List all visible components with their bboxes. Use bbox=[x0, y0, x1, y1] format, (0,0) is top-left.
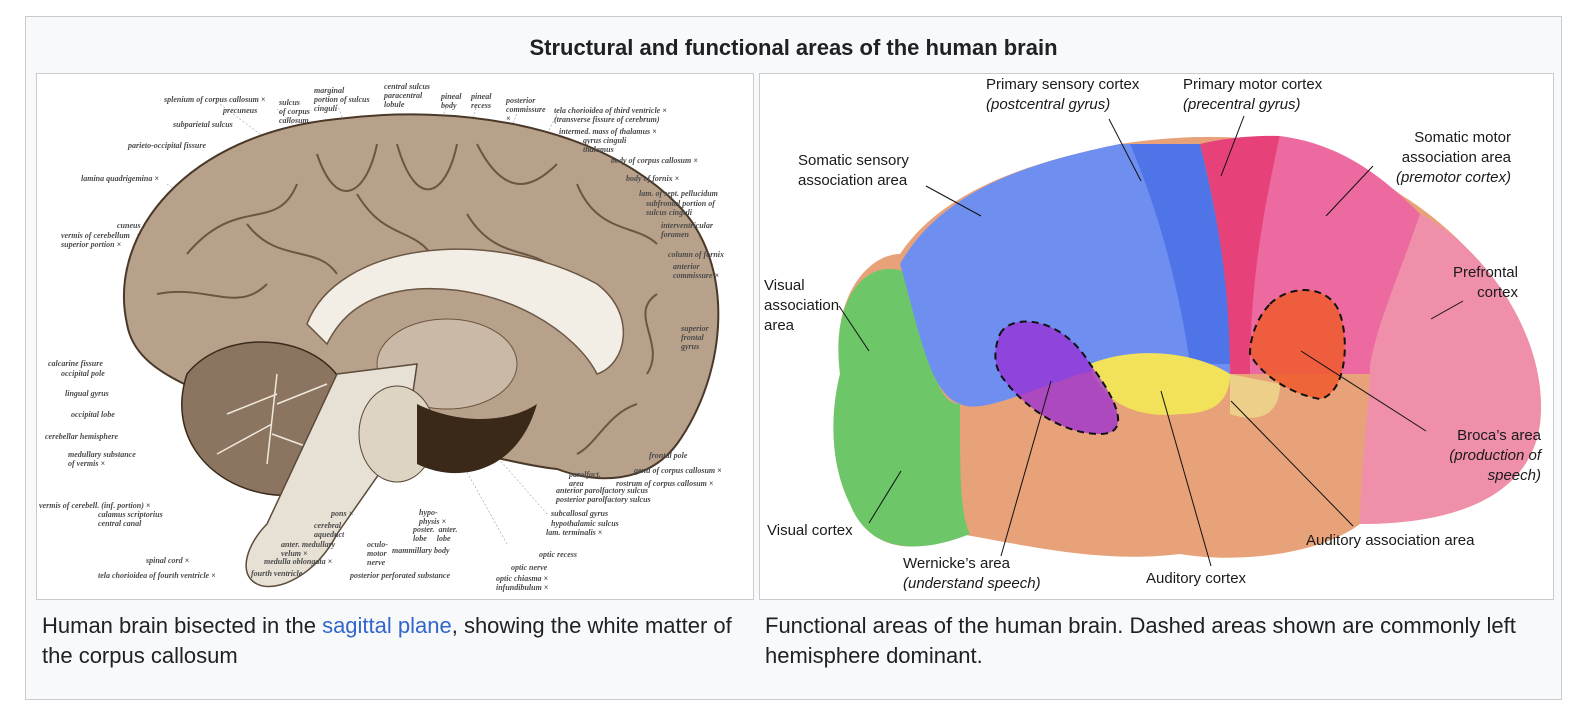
label-primary-sensory: Primary sensory cortex(postcentral gyrus… bbox=[986, 76, 1140, 113]
anatomy-label: tela chorioidea of fourth ventricle × bbox=[98, 571, 216, 580]
label-somatic-sensory: Somatic sensory association area bbox=[798, 152, 909, 189]
anatomy-label: subparietal sulcus bbox=[173, 120, 233, 129]
anatomy-label: lingual gyrus bbox=[65, 389, 109, 398]
label-somatic-motor: Somatic motor association area(premotor … bbox=[1395, 129, 1511, 186]
anatomy-label: lam. of sept. pellucidum bbox=[639, 189, 718, 198]
anatomy-label: fourth ventricle bbox=[251, 569, 303, 578]
anatomy-label: posterior commissure × bbox=[506, 96, 546, 123]
hypothalamus-region bbox=[417, 404, 537, 474]
anatomy-label: optic recess bbox=[539, 550, 577, 559]
anatomy-label: pineal body bbox=[441, 92, 462, 110]
anatomy-label: rostrum of corpus callosum × bbox=[616, 479, 714, 488]
anatomy-label: calamus scriptorius central canal bbox=[98, 510, 163, 528]
sagittal-brain-image[interactable]: splenium of corpus callosum × precuneus su… bbox=[36, 73, 754, 600]
image-gallery: Structural and functional areas of the h… bbox=[25, 16, 1562, 700]
anatomy-label: anterior parolfactory sulcus posterior p… bbox=[556, 486, 651, 504]
anatomy-label: hypothalamic sulcus bbox=[551, 519, 619, 528]
anatomy-label: pons × bbox=[331, 509, 354, 518]
anatomy-label: interventricular foramen bbox=[661, 221, 714, 239]
anatomy-label: body of fornix × bbox=[626, 174, 680, 183]
anatomy-label: anter. medullary velum × bbox=[281, 540, 336, 558]
anatomy-label: occipital pole bbox=[61, 369, 105, 378]
anatomy-label: lam. terminalis × bbox=[546, 528, 603, 537]
anatomy-label: superior frontal gyrus bbox=[681, 324, 709, 351]
caption-text: , showing the white matter of the corpus… bbox=[42, 613, 732, 668]
anatomy-label: anterior commissure × bbox=[673, 262, 720, 280]
label-auditory-cortex: Auditory cortex bbox=[1146, 570, 1247, 587]
prefrontal bbox=[1360, 214, 1541, 524]
anatomy-label: frontal pole bbox=[649, 451, 688, 460]
functional-areas-image[interactable]: Primary sensory cortex(postcentral gyrus… bbox=[759, 73, 1554, 600]
anatomy-label: central sulcus paracentral lobule bbox=[384, 82, 431, 109]
label-broca: Broca’s area(production of speech) bbox=[1449, 427, 1541, 484]
anatomy-label: medulla oblongata × bbox=[264, 557, 333, 566]
anatomy-label: genu of corpus callosum × bbox=[634, 466, 722, 475]
sagittal-plane-link[interactable]: sagittal plane bbox=[322, 613, 452, 638]
anatomy-label: column of fornix bbox=[668, 250, 725, 259]
anatomy-label: poster. anter. lobe lobe bbox=[413, 525, 458, 543]
anatomy-label: parieto-occipital fissure bbox=[128, 141, 206, 150]
label-auditory-association: Auditory association area bbox=[1306, 532, 1475, 549]
auditory-assoc-yellow bbox=[1230, 374, 1280, 418]
anatomy-label: gyrus cinguli thalamus bbox=[583, 136, 627, 154]
anatomy-label: optic chiasma × infundibulum × bbox=[496, 574, 549, 592]
anatomy-label: lamina quadrigemina × bbox=[81, 174, 159, 183]
visual-area-green bbox=[833, 268, 970, 547]
label-wernicke: Wernicke’s area(understand speech) bbox=[903, 555, 1041, 592]
anatomy-label: splenium of corpus callosum × bbox=[164, 95, 266, 104]
anatomy-label: oculo- motor nerve bbox=[367, 540, 388, 567]
anatomy-label: spinal cord × bbox=[146, 556, 190, 565]
anatomy-label: posterior perforated substance bbox=[350, 571, 450, 580]
anatomy-label: calcarine fissure bbox=[48, 359, 103, 368]
anatomy-label: subcallosal gyrus bbox=[551, 509, 609, 518]
caption-functional: Functional areas of the human brain. Das… bbox=[765, 613, 1516, 668]
broca-area bbox=[1248, 289, 1346, 401]
anatomy-label: cerebellar hemisphere bbox=[45, 432, 119, 441]
anatomy-label: optic nerve bbox=[511, 563, 548, 572]
anatomy-label: vermis of cerebellum superior portion × bbox=[61, 231, 130, 249]
anatomy-label: sulcus of corpus callosum bbox=[279, 98, 310, 125]
anatomy-label: medullary substance of vermis × bbox=[68, 450, 136, 468]
gallery-title: Structural and functional areas of the h… bbox=[529, 35, 1058, 60]
leader-lines bbox=[838, 115, 1464, 567]
anatomy-label: vermis of cerebell. (inf. portion) × bbox=[39, 501, 151, 510]
label-visual-association: Visual association area bbox=[764, 277, 840, 334]
functional-brain-illustration bbox=[833, 115, 1541, 567]
anatomy-label: cuneus bbox=[117, 221, 141, 230]
anatomy-label: precuneus bbox=[223, 106, 258, 115]
sagittal-brain-illustration bbox=[122, 101, 720, 588]
anatomy-label: body of corpus callosum × bbox=[611, 156, 698, 165]
caption-sagittal: Human brain bisected in the sagittal pla… bbox=[42, 611, 742, 671]
anatomy-label: mammillary body bbox=[392, 546, 450, 555]
anatomy-label: tela chorioidea of third ventricle × (tr… bbox=[554, 106, 667, 124]
wernicke-area bbox=[994, 320, 1119, 436]
label-prefrontal: Prefrontal cortex bbox=[1452, 264, 1518, 301]
anatomy-label: marginal portion of sulcus cinguli bbox=[314, 86, 370, 113]
primary-sensory-strip bbox=[1130, 144, 1230, 364]
anatomy-label: cerebral aqueduct bbox=[314, 521, 345, 539]
anatomy-label: occipital lobe bbox=[71, 410, 115, 419]
anatomy-label: intermed. mass of thalamus × bbox=[559, 127, 657, 136]
parietal-blue bbox=[900, 144, 1230, 407]
label-primary-motor: Primary motor cortex(precentral gyrus) bbox=[1183, 76, 1323, 113]
anatomy-label: hypo- physis × bbox=[419, 508, 447, 526]
label-visual-cortex: Visual cortex bbox=[767, 522, 853, 539]
anatomy-label: parolfact. area bbox=[569, 470, 601, 488]
anatomy-label: pineal recess bbox=[471, 92, 492, 110]
auditory-yellow bbox=[1090, 353, 1230, 415]
caption-text: Human brain bisected in the bbox=[42, 613, 323, 638]
primary-motor-strip bbox=[1200, 135, 1280, 374]
anatomy-label: subfrontal portion of sulcus cinguli bbox=[646, 199, 715, 217]
corpus-callosum bbox=[306, 248, 624, 375]
